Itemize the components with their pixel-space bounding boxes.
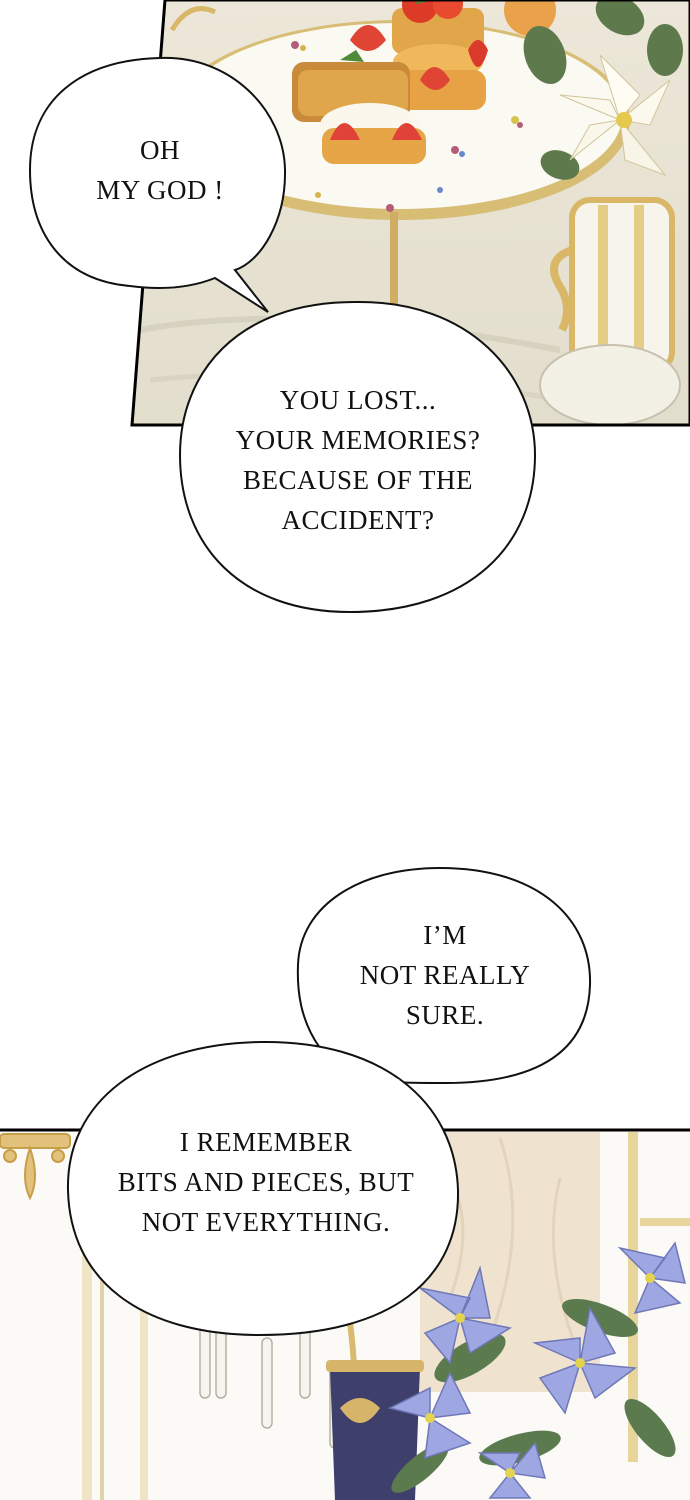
- gold-column: [628, 1132, 638, 1462]
- purple-lilies: [387, 1241, 686, 1499]
- tea-table-panel: [0, 0, 690, 430]
- bubble-text-oh-my-god: OH MY GOD !: [96, 135, 224, 205]
- leaves: [523, 0, 683, 180]
- waffle-stack-front: [292, 25, 488, 164]
- orange-fruit: [504, 0, 556, 36]
- vase: [539, 197, 681, 425]
- bubble-text-remember: I REMEMBER BITS AND PIECES, BUT NOT EVER…: [117, 1127, 415, 1237]
- table-leg: [390, 212, 398, 332]
- tea-table-illustration: [130, 0, 690, 427]
- bubble-text-not-sure: I’M NOT REALLY SURE.: [359, 920, 531, 1030]
- left-pillar: [82, 1228, 92, 1500]
- bubble-text-you-lost: YOU LOST... YOUR MEMORIES? BECAUSE OF TH…: [235, 385, 481, 535]
- dark-vase: [326, 1360, 424, 1500]
- white-lily: [559, 54, 671, 177]
